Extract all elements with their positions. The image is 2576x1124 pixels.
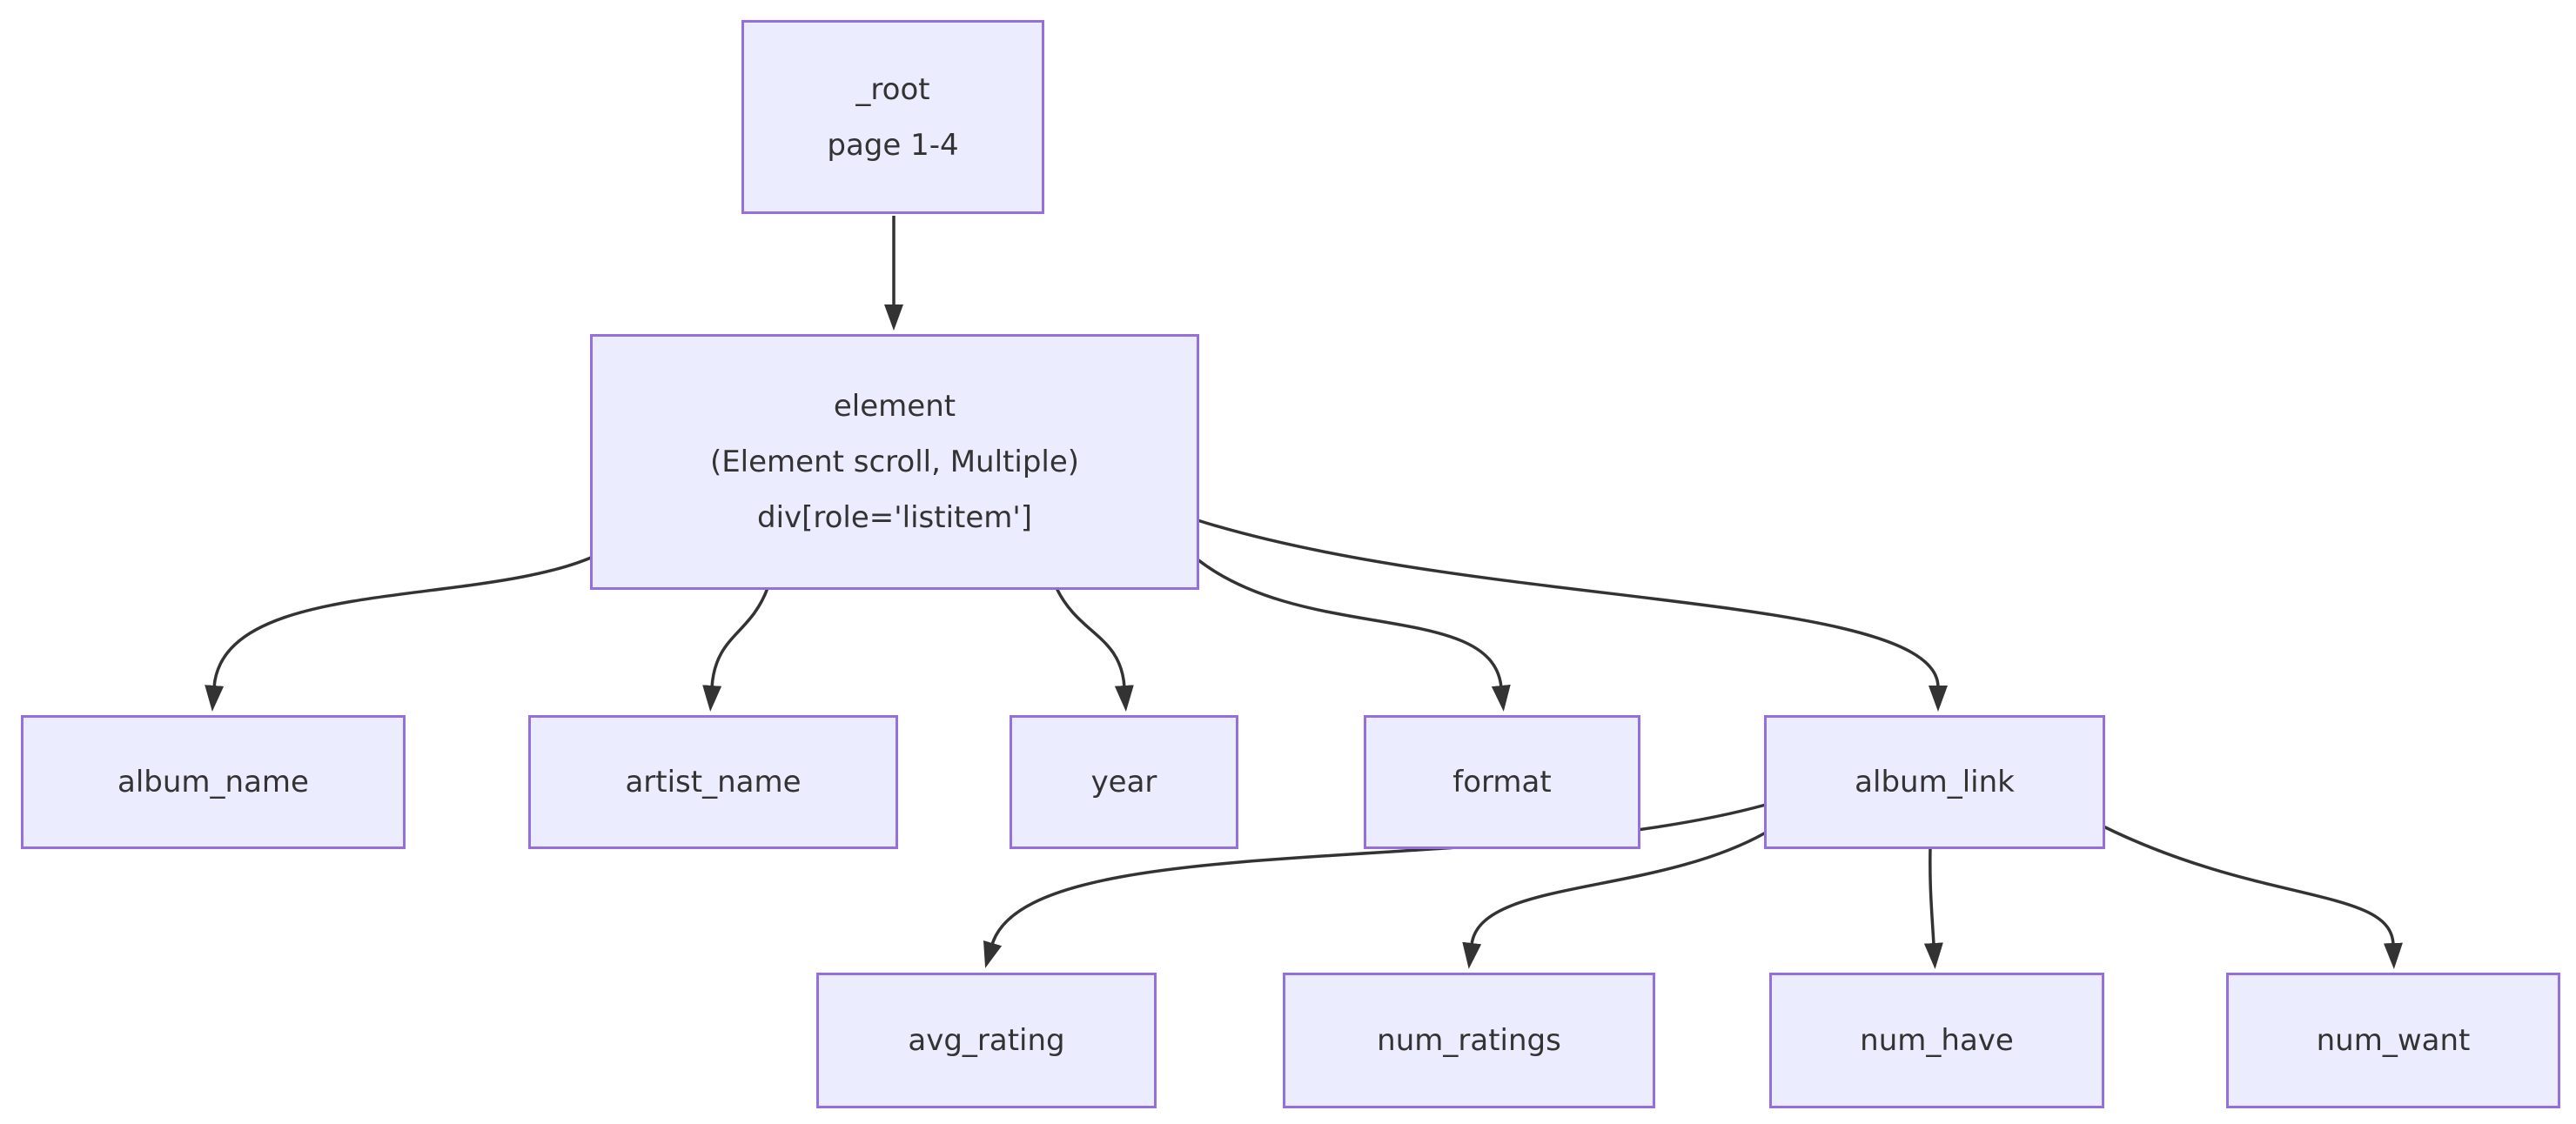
edge-album-link-num-want — [2103, 825, 2403, 969]
edge-element-artist-name — [702, 587, 769, 712]
node-num-want: num_want — [2226, 973, 2560, 1108]
node-element-line2: (Element scroll, Multiple) — [709, 445, 1080, 479]
edge-element-year — [1055, 587, 1134, 712]
node-num-ratings: num_ratings — [1283, 973, 1655, 1108]
node-num-want-label: num_want — [2316, 1023, 2471, 1058]
node-album-name: album_name — [21, 715, 406, 849]
node-album-link-label: album_link — [1855, 765, 2015, 800]
node-album-name-label: album_name — [117, 765, 309, 800]
node-avg-rating: avg_rating — [816, 973, 1157, 1108]
node-num-have: num_have — [1769, 973, 2104, 1108]
edge-album-link-num-ratings — [1462, 831, 1767, 969]
edge-element-album-name — [205, 552, 601, 712]
node-year: year — [1010, 715, 1238, 849]
edge-album-link-num-have — [1923, 846, 1943, 969]
node-root-line1: _root — [855, 71, 930, 107]
node-format: format — [1364, 715, 1640, 849]
node-year-label: year — [1090, 765, 1157, 800]
node-album-link: album_link — [1764, 715, 2105, 849]
node-root-line2: page 1-4 — [827, 127, 959, 163]
node-artist-name: artist_name — [528, 715, 898, 849]
node-num-ratings-label: num_ratings — [1377, 1023, 1561, 1058]
node-element-line1: element — [833, 389, 956, 424]
node-root: _root page 1-4 — [741, 20, 1044, 214]
node-element-line3: div[role='listitem'] — [756, 500, 1032, 535]
node-num-have-label: num_have — [1860, 1023, 2014, 1058]
edge-element-album-link — [1197, 519, 1948, 712]
edge-element-format — [1196, 558, 1511, 712]
node-element: element (Element scroll, Multiple) div[r… — [590, 334, 1199, 590]
node-avg-rating-label: avg_rating — [908, 1023, 1065, 1058]
node-artist-name-label: artist_name — [625, 765, 802, 800]
node-format-label: format — [1452, 765, 1552, 800]
